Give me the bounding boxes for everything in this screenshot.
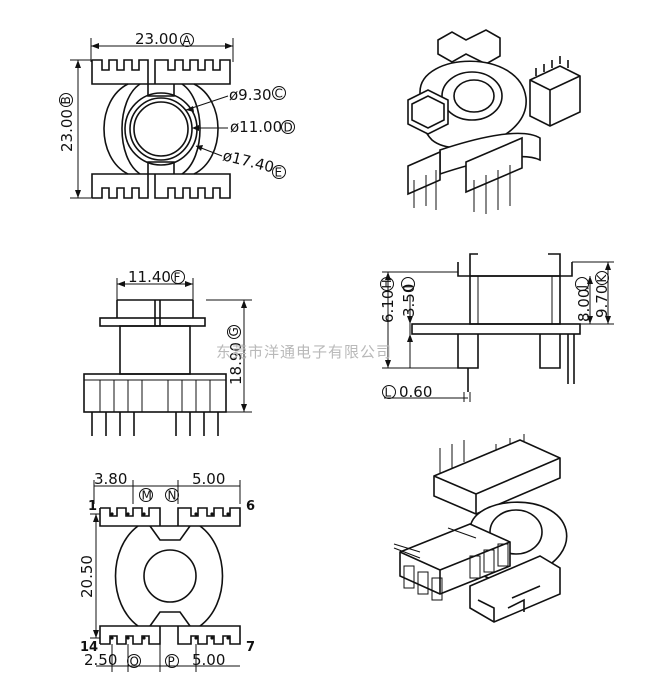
- pitch-br-label: 5.00: [192, 651, 225, 669]
- tag-l-circle: [382, 385, 396, 399]
- d2-label: ø11.00: [230, 118, 282, 136]
- tag-o-circle: [127, 654, 141, 668]
- tag-i-circle: [401, 277, 415, 291]
- top-view: 23.00 A 23.00 B ø9.30: [58, 30, 295, 199]
- tag-h-circle: [380, 277, 394, 291]
- pin-7-label: 7: [246, 640, 255, 655]
- side-height-tag: G: [227, 327, 241, 336]
- tag-g-circle: [227, 325, 241, 339]
- h4-tag: K: [595, 274, 609, 283]
- h1-tag: H: [380, 279, 394, 288]
- bottom-view: 3.80 M N 5.00 1 6 14 7 20.50: [78, 470, 255, 672]
- tag-b-circle: [59, 93, 73, 107]
- tag-f-circle: [171, 270, 185, 284]
- tag-d-circle: [281, 120, 295, 134]
- d1-tag: C: [275, 87, 283, 101]
- h2-tag: I: [401, 285, 415, 289]
- tag-m-circle: [139, 488, 153, 502]
- pitch-right-tag: N: [168, 489, 177, 503]
- tag-c-circle: [272, 86, 286, 100]
- iso-view-bottom: [393, 434, 568, 623]
- pitch-left-tag: M: [142, 489, 152, 503]
- tag-e-circle: [272, 165, 286, 179]
- side-width-tag: F: [174, 271, 181, 285]
- tag-j-circle: [575, 277, 589, 291]
- d3-label: ø17.40: [221, 146, 276, 176]
- pitch-br-tag: P: [168, 655, 175, 669]
- pitch-right-label: 5.00: [192, 470, 225, 488]
- tag-n-circle: [165, 488, 179, 502]
- top-width-tag: A: [183, 34, 192, 48]
- top-height-tag: B: [59, 96, 73, 104]
- top-height-label: 23.00: [58, 109, 76, 152]
- h4-label: 9.70: [593, 285, 611, 318]
- watermark-text: 东莞市洋通电子有限公司: [216, 343, 392, 361]
- d3-tag: E: [275, 166, 283, 180]
- h2-label: 3.50: [400, 284, 418, 317]
- h3-label: 8.00: [575, 289, 593, 322]
- top-width-label: 23.00: [135, 30, 178, 48]
- bottom-height-label: 20.50: [78, 555, 96, 598]
- tag-k-circle: [595, 271, 609, 285]
- iso-view-top: [407, 29, 581, 214]
- front-view: 6.10 H 3.50 I 8.00 J 9.70 K L 0.60: [379, 253, 614, 402]
- tag-p-circle: [165, 654, 179, 668]
- h3-tag: J: [575, 285, 589, 290]
- side-width-label: 11.40: [128, 268, 171, 286]
- pin-dia-label: 0.60: [399, 383, 432, 401]
- tag-a-circle: [180, 33, 194, 47]
- pitch-bl-tag: O: [130, 655, 139, 669]
- pitch-left-label: 3.80: [94, 470, 127, 488]
- pin-6-label: 6: [246, 499, 255, 514]
- d2-tag: D: [284, 121, 293, 135]
- side-height-label: 18.90: [227, 342, 245, 385]
- pin-14-label: 14: [80, 640, 98, 655]
- pitch-bl-label: 2.50: [84, 651, 117, 669]
- pin-1-label: 1: [88, 499, 97, 514]
- pin-dia-tag: L: [385, 386, 392, 400]
- side-view: 11.40 F 18.90 G: [83, 268, 252, 436]
- h1-label: 6.10: [379, 290, 397, 323]
- d1-label: ø9.30: [229, 86, 272, 104]
